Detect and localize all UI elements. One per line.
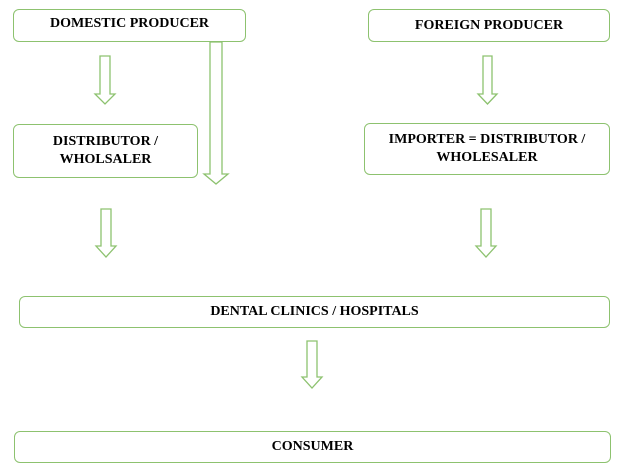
importer-distributor-label: IMPORTER = DISTRIBUTOR / WHOLESALER (388, 132, 586, 165)
arrow-clinics-to-consumer (300, 340, 324, 389)
foreign-producer-node: FOREIGN PRODUCER (368, 9, 610, 42)
importer-distributor-node: IMPORTER = DISTRIBUTOR / WHOLESALER (364, 123, 610, 175)
consumer-node: CONSUMER (14, 431, 611, 463)
dental-clinics-label: DENTAL CLINICS / HOSPITALS (210, 304, 419, 319)
arrow-distributor-to-clinics (94, 208, 118, 258)
domestic-producer-node: DOMESTIC PRODUCER (13, 9, 246, 42)
distributor-wholesaler-label: DISTRIBUTOR / WHOLSALER (52, 134, 159, 167)
distributor-wholesaler-node: DISTRIBUTOR / WHOLSALER (13, 124, 198, 178)
arrow-foreign-to-importer (476, 55, 499, 105)
foreign-producer-label: FOREIGN PRODUCER (414, 17, 564, 33)
consumer-label: CONSUMER (271, 439, 354, 454)
arrow-importer-to-clinics (474, 208, 498, 258)
arrow-domestic-to-distributor (93, 55, 117, 105)
dental-clinics-node: DENTAL CLINICS / HOSPITALS (19, 296, 610, 328)
arrow-domestic-to-clinics (202, 41, 230, 185)
domestic-producer-label: DOMESTIC PRODUCER (49, 15, 210, 31)
